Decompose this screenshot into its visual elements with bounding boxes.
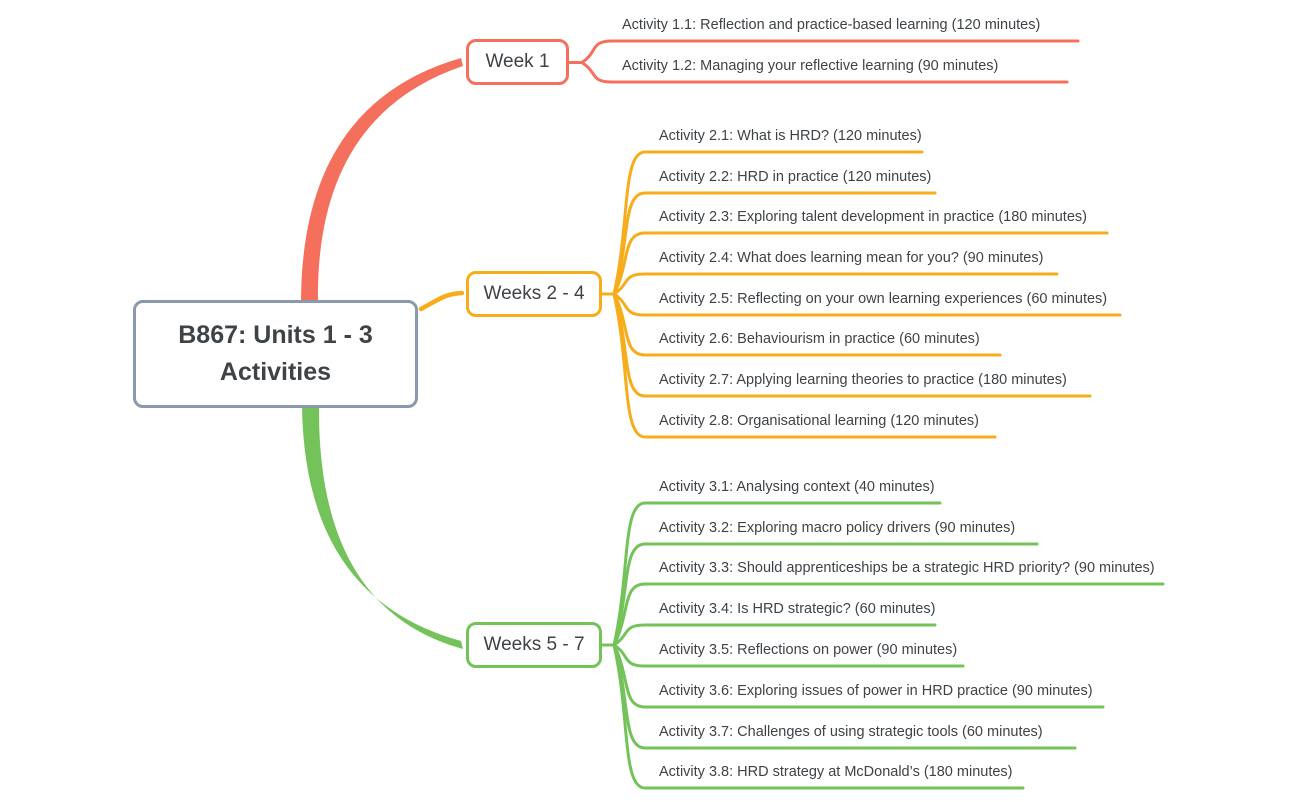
- activity-node-3-2[interactable]: Activity 3.2: Exploring macro policy dri…: [659, 520, 1016, 536]
- activity-node-3-8[interactable]: Activity 3.8: HRD strategy at McDonald’s…: [659, 764, 1013, 780]
- branch-node-week1[interactable]: Week 1: [466, 39, 569, 85]
- activity-node-3-6[interactable]: Activity 3.6: Exploring issues of power …: [659, 683, 1093, 699]
- branch-weeks24-trunk: [418, 290, 465, 312]
- branch-node-weeks2-4[interactable]: Weeks 2 - 4: [466, 271, 602, 317]
- root-node-title: B867: Units 1 - 3 Activities: [178, 321, 373, 386]
- activity-node-3-5[interactable]: Activity 3.5: Reflections on power (90 m…: [659, 642, 958, 658]
- activity-node-2-3[interactable]: Activity 2.3: Exploring talent developme…: [659, 209, 1087, 225]
- activity-node-2-6[interactable]: Activity 2.6: Behaviourism in practice (…: [659, 331, 980, 347]
- root-node[interactable]: B867: Units 1 - 3 Activities: [133, 300, 418, 408]
- branch-week1-trunk: [301, 58, 463, 303]
- activity-node-2-8[interactable]: Activity 2.8: Organisational learning (1…: [659, 413, 979, 429]
- branch-node-weeks2-4-label: Weeks 2 - 4: [483, 283, 585, 304]
- branch-node-week1-label: Week 1: [485, 51, 550, 72]
- activity-node-3-7[interactable]: Activity 3.7: Challenges of using strate…: [659, 724, 1043, 740]
- activity-node-3-1[interactable]: Activity 3.1: Analysing context (40 minu…: [659, 479, 935, 495]
- branch-node-weeks5-7[interactable]: Weeks 5 - 7: [466, 622, 602, 668]
- activity-node-2-1[interactable]: Activity 2.1: What is HRD? (120 minutes): [659, 128, 922, 144]
- branch-weeks57-trunk: [302, 405, 463, 649]
- activity-node-2-2[interactable]: Activity 2.2: HRD in practice (120 minut…: [659, 169, 932, 185]
- branch-node-weeks5-7-label: Weeks 5 - 7: [483, 634, 585, 655]
- activity-node-1-1[interactable]: Activity 1.1: Reflection and practice-ba…: [622, 17, 1041, 33]
- activity-node-3-4[interactable]: Activity 3.4: Is HRD strategic? (60 minu…: [659, 601, 936, 617]
- activity-node-2-4[interactable]: Activity 2.4: What does learning mean fo…: [659, 250, 1044, 266]
- activity-node-2-5[interactable]: Activity 2.5: Reflecting on your own lea…: [659, 291, 1108, 307]
- activity-node-2-7[interactable]: Activity 2.7: Applying learning theories…: [659, 372, 1067, 388]
- activity-node-3-3[interactable]: Activity 3.3: Should apprenticeships be …: [659, 560, 1155, 576]
- activity-node-1-2[interactable]: Activity 1.2: Managing your reflective l…: [622, 58, 999, 74]
